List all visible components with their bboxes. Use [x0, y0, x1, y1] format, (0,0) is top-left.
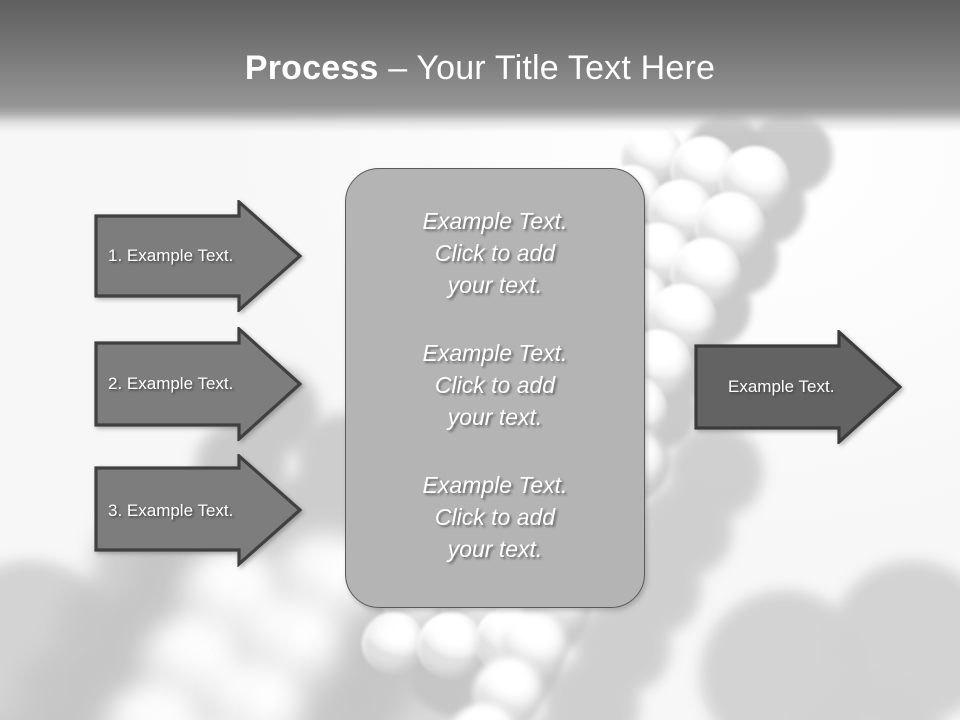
- panel-text-line: Example Text.: [422, 472, 568, 498]
- process-step-arrow-2-label: 2. Example Text.: [108, 374, 234, 393]
- panel-text-line: your text.: [447, 404, 543, 430]
- process-step-arrow-3-label: 3. Example Text.: [108, 500, 234, 520]
- process-detail-panel[interactable]: Example Text. Click to add your text. Ex…: [345, 168, 645, 608]
- process-step-arrow-1-label: 1. Example Text.: [108, 246, 234, 265]
- right-arrow-icon: [94, 200, 302, 312]
- right-arrow-icon: [694, 330, 902, 444]
- process-step-arrow-3[interactable]: 3. Example Text.: [94, 454, 302, 567]
- right-arrow-icon: [94, 327, 302, 441]
- process-output-arrow-label: Example Text.: [728, 377, 835, 396]
- page-title: Process – Your Title Text Here: [0, 47, 960, 89]
- panel-text-line: Click to add: [434, 240, 556, 266]
- process-output-arrow[interactable]: Example Text.: [694, 330, 902, 444]
- right-arrow-icon: [94, 454, 302, 567]
- panel-text-block-3: Example Text. Click to add your text.: [346, 469, 644, 565]
- panel-text-line: Click to add: [434, 504, 556, 530]
- panel-text-block-1: Example Text. Click to add your text.: [346, 205, 644, 301]
- panel-text-line: your text.: [447, 536, 543, 562]
- process-step-arrow-1[interactable]: 1. Example Text.: [94, 200, 302, 312]
- process-step-arrow-2[interactable]: 2. Example Text.: [94, 327, 302, 441]
- page-title-rest: – Your Title Text Here: [378, 49, 716, 87]
- page-title-strong: Process: [244, 49, 379, 87]
- panel-text-line: your text.: [447, 272, 543, 298]
- panel-text-line: Example Text.: [422, 208, 568, 234]
- panel-text-line: Example Text.: [422, 340, 568, 366]
- panel-text-block-2: Example Text. Click to add your text.: [346, 337, 644, 433]
- panel-text-line: Click to add: [434, 372, 556, 398]
